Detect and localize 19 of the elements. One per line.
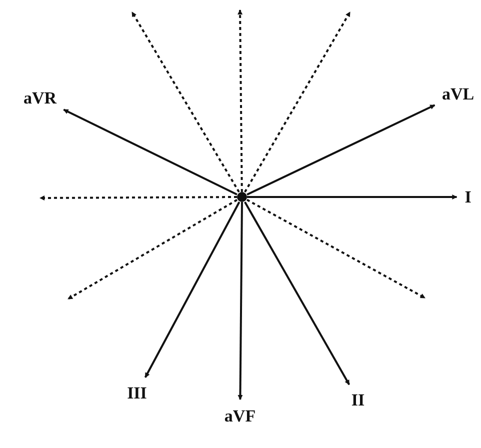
lead-label: aVL: [442, 86, 474, 102]
arrow: [63, 108, 238, 196]
lead-label: I: [464, 188, 472, 206]
dashed-arrow: [68, 199, 238, 300]
arrow: [247, 194, 458, 200]
dashed-arrow: [238, 10, 243, 192]
arrow: [244, 202, 350, 386]
lead-label: aVR: [23, 90, 57, 106]
dashed-arrow: [246, 198, 426, 299]
arrow: [238, 202, 243, 400]
arrow: [144, 202, 240, 378]
dashed-arrow: [131, 11, 240, 193]
lead-label: II: [351, 392, 365, 408]
arrow: [246, 104, 436, 196]
lead-label: III: [127, 384, 147, 402]
center-dot: [237, 192, 247, 202]
dashed-arrow: [244, 12, 351, 192]
dashed-arrow: [40, 195, 237, 200]
lead-label: aVF: [224, 408, 256, 424]
